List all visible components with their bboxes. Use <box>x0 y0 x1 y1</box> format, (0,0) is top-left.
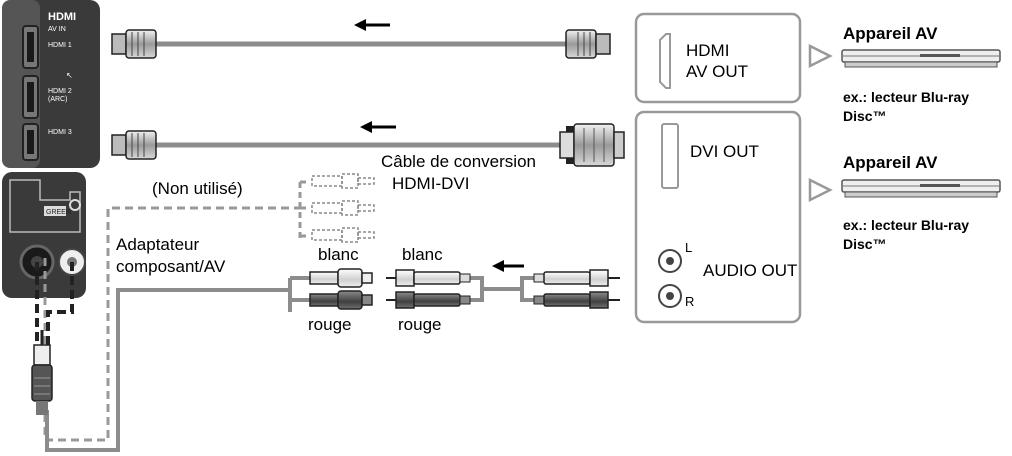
hdmi-plug-left <box>111 29 157 59</box>
adapter-rca-white <box>309 268 373 288</box>
audio-left-label: L <box>685 240 692 255</box>
hdmi-port-1[interactable] <box>22 25 39 69</box>
adapter-label-2: composant/AV <box>116 257 226 276</box>
audio-right-label: R <box>685 294 694 309</box>
av-device-2-example-2: Disc™ <box>843 236 887 252</box>
av-in-label: AV IN <box>48 26 66 33</box>
hdmi-out-port-icon <box>659 33 671 89</box>
white-label-2: blanc <box>402 245 443 264</box>
rca-plug-white-right <box>533 269 620 287</box>
hdmi-cable <box>111 19 611 59</box>
unused-connectors <box>311 173 375 243</box>
adapter-rca-red <box>309 290 373 310</box>
hdmi-dvi-cable <box>111 121 625 167</box>
av-device-2: Appareil AV ex.: lecteur Blu-ray Disc™ <box>808 153 1001 252</box>
av-device-2-title: Appareil AV <box>843 153 938 172</box>
av-device-hdmi-box: HDMI AV OUT <box>634 12 802 104</box>
dvi-out-port-icon <box>661 123 679 189</box>
arrow-left-icon <box>360 121 396 133</box>
adapter-label-1: Adaptateur <box>116 235 200 254</box>
component-av-adapter <box>31 173 375 452</box>
av-device-2-example-1: ex.: lecteur Blu-ray <box>843 217 969 233</box>
hdmi3-label: HDMI 3 <box>48 129 72 136</box>
green-badge <box>44 206 66 216</box>
audio-out-left-jack[interactable] <box>658 249 682 273</box>
conversion-cable-label-2: HDMI-DVI <box>392 174 469 193</box>
audio-out-right-jack[interactable] <box>658 284 682 308</box>
red-label-2: rouge <box>398 315 441 334</box>
bluray-player-2-icon <box>841 179 1001 198</box>
hdmi-out-label-2: AV OUT <box>686 62 748 81</box>
rca-plug-red-right <box>533 291 620 309</box>
av-device-1: Appareil AV ex.: lecteur Blu-ray Disc™ <box>808 24 1001 124</box>
mini-jack-plug <box>31 330 53 415</box>
av-device-1-example-1: ex.: lecteur Blu-ray <box>843 89 969 105</box>
arrow-left-icon <box>354 19 390 31</box>
hdmi-port-3[interactable] <box>22 123 39 161</box>
tv-hdmi-panel: HDMI AV IN HDMI 1 ↖ HDMI 2 (ARC) HDMI 3 <box>2 0 100 168</box>
dvi-plug <box>559 123 625 167</box>
av-device-1-example-2: Disc™ <box>843 108 887 124</box>
green-label: GREEN <box>46 209 71 216</box>
arc-label: (ARC) <box>48 96 67 103</box>
red-label-1: rouge <box>308 315 351 334</box>
not-used-label: (Non utilisé) <box>152 179 243 198</box>
hdmi-port-2[interactable] <box>22 75 39 119</box>
white-label-1: blanc <box>318 245 359 264</box>
hdmi2-label: HDMI 2 <box>48 88 72 95</box>
hdmi-logo: HDMI <box>48 11 76 23</box>
av-device-1-title: Appareil AV <box>843 24 938 43</box>
av-device-dvi-box: DVI OUT L R AUDIO OUT <box>634 110 802 324</box>
hdmi-plug-right <box>565 29 611 59</box>
audio-out-label: AUDIO OUT <box>703 261 797 280</box>
dvi-out-label: DVI OUT <box>690 142 759 161</box>
rca-plug-white-left <box>386 269 471 287</box>
cursor-mark: ↖ <box>66 71 73 80</box>
bluray-player-1-icon <box>841 49 1001 68</box>
audio-rca-cable <box>386 260 620 309</box>
conversion-cable-label-1: Câble de conversion <box>381 152 536 171</box>
hdmi1-label: HDMI 1 <box>48 42 72 49</box>
arrow-left-icon <box>492 260 524 272</box>
rca-plug-red-left <box>386 291 471 309</box>
hdmi-out-label-1: HDMI <box>686 41 729 60</box>
hdmi-plug-dvi-cable <box>111 130 157 160</box>
